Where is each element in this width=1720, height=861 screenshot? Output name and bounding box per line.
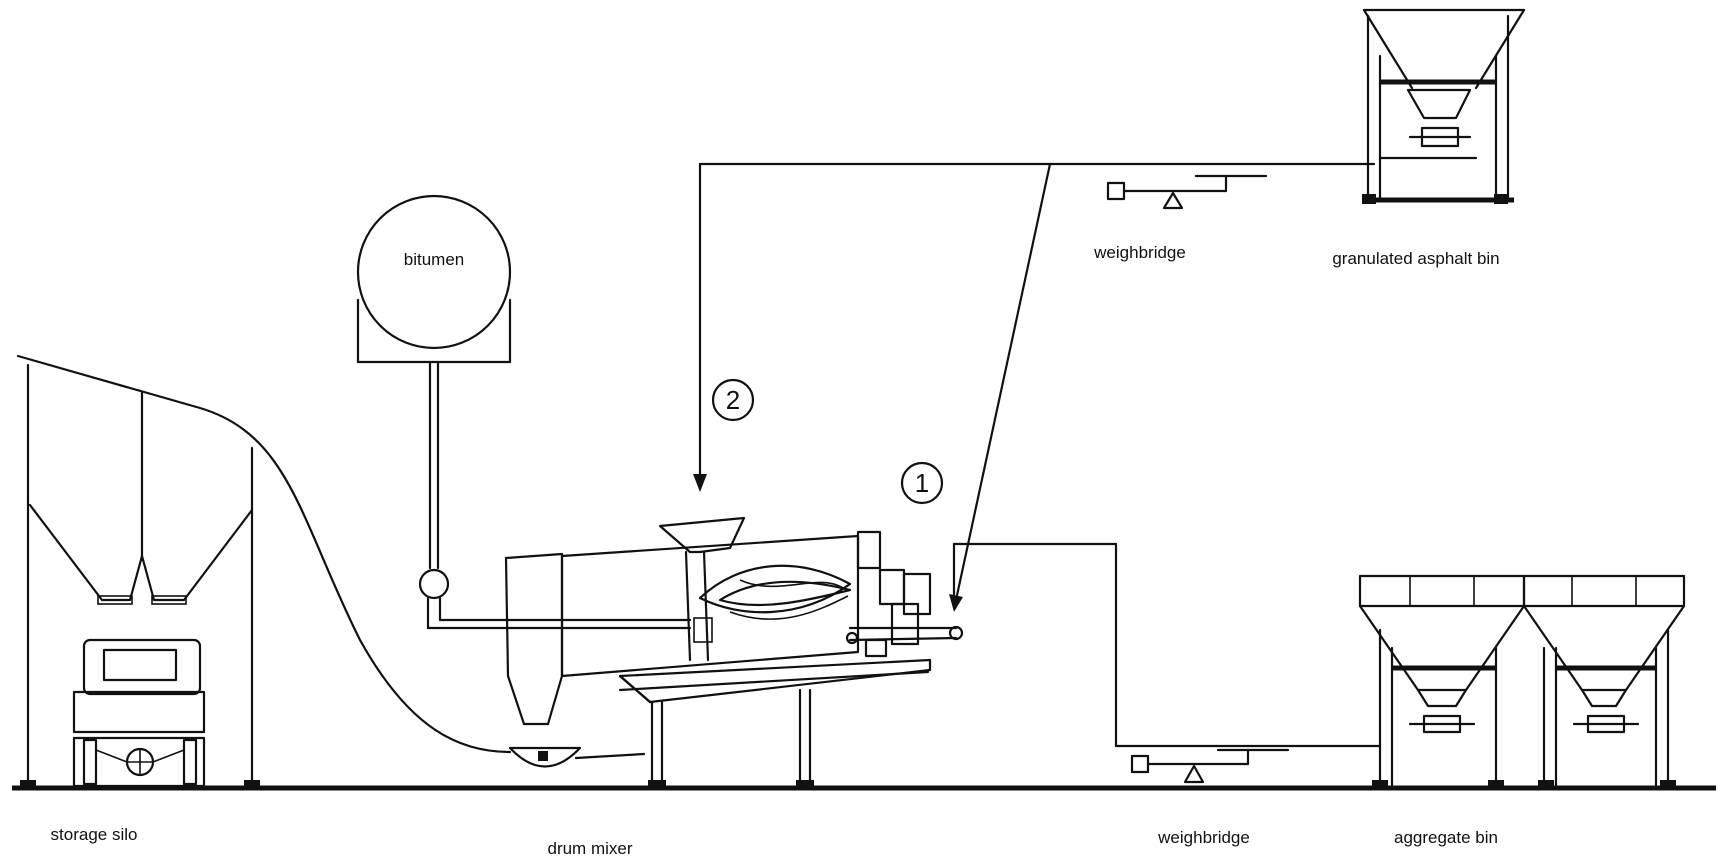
granulated-asphalt-bin-label: granulated asphalt bin bbox=[1332, 249, 1499, 268]
bitumen-label: bitumen bbox=[404, 250, 464, 269]
drum-mixer-label: drum mixer bbox=[547, 839, 632, 858]
feed-lines bbox=[693, 162, 1382, 748]
drum-mixer bbox=[504, 516, 964, 790]
weighbridge-top bbox=[1106, 174, 1268, 210]
marker-2: 2 bbox=[711, 378, 755, 422]
storage-silo-label: storage silo bbox=[51, 825, 138, 844]
storage-silo bbox=[20, 363, 260, 790]
bitumen-tank bbox=[356, 194, 692, 630]
truck bbox=[72, 638, 206, 788]
marker-1: 1 bbox=[900, 461, 944, 505]
weighbridge-bottom bbox=[1130, 748, 1290, 784]
granulated-asphalt-bin bbox=[1362, 8, 1526, 204]
elevator-conveyor bbox=[16, 354, 512, 754]
aggregate-bin bbox=[1358, 574, 1686, 790]
marker-2-label: 2 bbox=[726, 385, 740, 415]
weighbridge-top-label: weighbridge bbox=[1093, 243, 1186, 262]
marker-1-label: 1 bbox=[915, 468, 929, 498]
weighbridge-bottom-label: weighbridge bbox=[1157, 828, 1250, 847]
aggregate-bin-label: aggregate bin bbox=[1394, 828, 1498, 847]
